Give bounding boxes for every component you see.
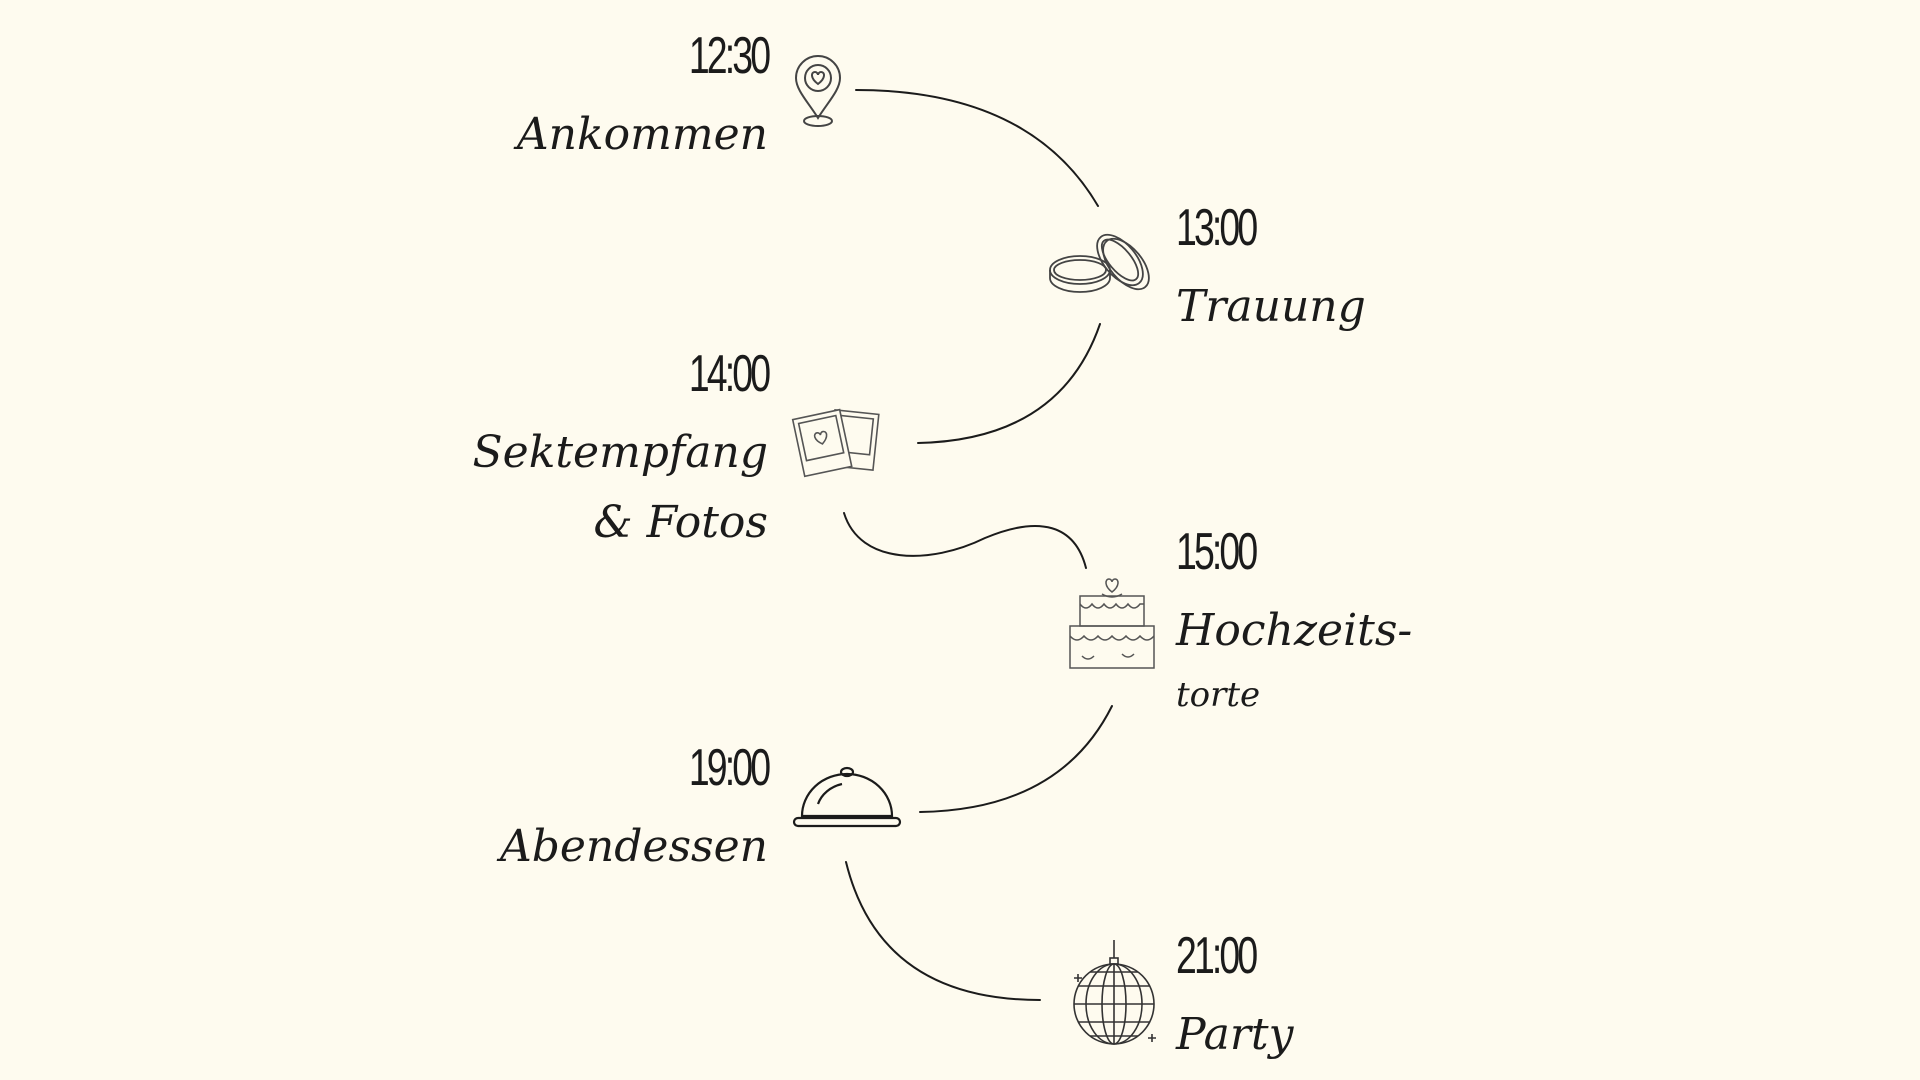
event-label-3a: Sektempfang: [472, 427, 768, 478]
event-time-5: 19:00: [688, 739, 771, 797]
event-label-5: Abendessen: [499, 821, 768, 872]
connector-1: [855, 89, 1099, 207]
event-label-6: Party: [1176, 1009, 1294, 1060]
connector-3: [843, 512, 1087, 569]
event-label-2: Trauung: [1176, 281, 1366, 332]
disco-ball-icon: [1066, 940, 1166, 1054]
dinner-cloche-icon: [792, 764, 902, 838]
connector-4: [919, 705, 1113, 813]
wedding-cake-icon: [1068, 570, 1156, 676]
wedding-rings-icon: [1046, 226, 1156, 300]
location-heart-pin-icon: [790, 52, 846, 132]
event-label-4b: torte: [1176, 675, 1261, 715]
event-time-3: 14:00: [688, 345, 771, 403]
event-time-1: 12:30: [688, 27, 771, 85]
polaroid-photos-icon: [791, 404, 884, 482]
event-time-4: 15:00: [1176, 523, 1258, 581]
event-label-1: Ankommen: [516, 109, 768, 160]
event-label-4a: Hochzeits-: [1176, 605, 1413, 656]
event-time-2: 13:00: [1176, 199, 1258, 257]
event-time-6: 21:00: [1176, 927, 1258, 985]
connector-5: [845, 861, 1041, 1001]
event-label-3b: & Fotos: [593, 497, 768, 548]
connector-2: [917, 323, 1101, 444]
